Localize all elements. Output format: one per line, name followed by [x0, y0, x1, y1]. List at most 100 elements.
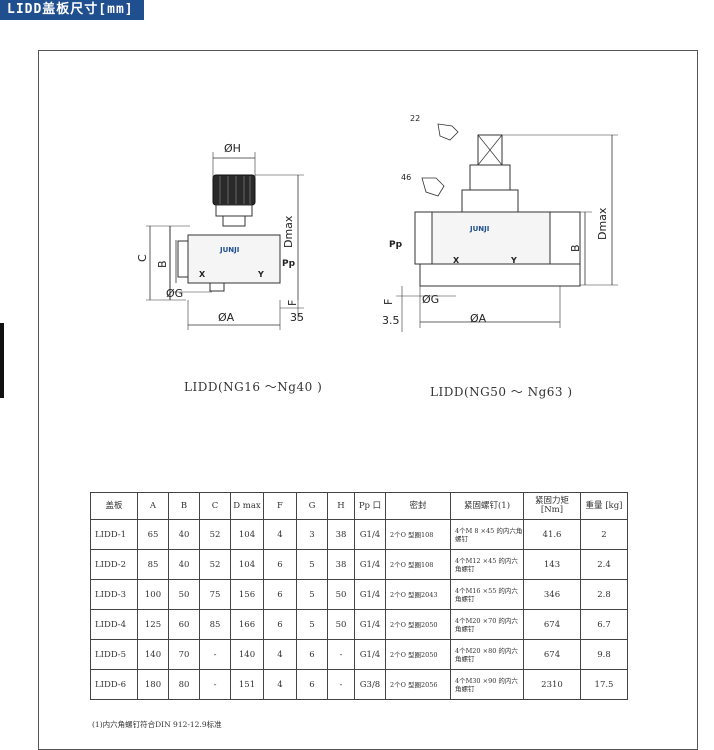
drawing-right [396, 123, 618, 332]
table-cell: 104 [230, 519, 264, 550]
table-cell: 50 [168, 579, 200, 610]
label-phiH: ØH [224, 142, 241, 155]
label-b: B [156, 260, 169, 268]
table-cell: LIDD-3 [90, 579, 138, 610]
label-phiG: ØG [422, 293, 439, 306]
table-cell: G3/8 [354, 669, 386, 700]
hex-nut [461, 189, 519, 213]
label-c: C [136, 254, 149, 262]
table-cell: 4个M20 ×70 的内六角螺钉 [450, 609, 524, 640]
wrench-icon [437, 123, 459, 141]
table-cell: 6 [263, 549, 297, 580]
table-cell: 2个O 型圈2043 [385, 579, 451, 610]
table-cell: G1/4 [354, 609, 386, 640]
table-cell: LIDD-6 [90, 669, 138, 700]
table-cell: 674 [523, 609, 581, 640]
port-y: Y [257, 270, 264, 279]
table-cell: 104 [230, 549, 264, 580]
label-35: 3.5 [382, 314, 400, 327]
label-pp: Pp [282, 259, 296, 269]
table-cell: 6 [263, 609, 297, 640]
col-header: F [263, 492, 297, 520]
table-cell: - [199, 639, 231, 670]
table-cell: G1/4 [354, 519, 386, 550]
table-cell: 2310 [523, 669, 581, 700]
table-cell: 9.8 [580, 639, 628, 670]
table-cell: 80 [168, 669, 200, 700]
table-cell: 2个O 型圈2050 [385, 639, 451, 670]
table-cell: 5 [296, 549, 328, 580]
table-cell: 70 [168, 639, 200, 670]
table-header-row: 盖板 A B C D max F G H Pp 口 密封 紧固螺钉(1) 紧固力… [90, 492, 628, 520]
valve-body [187, 234, 281, 284]
table-cell: 100 [137, 579, 169, 610]
table-cell: 4 [263, 669, 297, 700]
label-22: 22 [410, 114, 420, 123]
label-b: B [569, 244, 582, 252]
table-cell: 4个M20 ×80 的内六角螺钉 [450, 639, 524, 670]
section-title: LIDD盖板尺寸[mm] [0, 0, 144, 20]
label-dmax: Dmax [282, 215, 295, 248]
drawing-left [146, 152, 304, 330]
table-cell: 4 [263, 639, 297, 670]
table-cell: 5 [296, 609, 328, 640]
table-cell: 4个M12 ×45 的内六角螺钉 [450, 549, 524, 580]
table-cell: LIDD-5 [90, 639, 138, 670]
table-cell: 4个M30 ×90 的内六角螺钉 [450, 669, 524, 700]
table-cell: 140 [137, 639, 169, 670]
table-cell: 125 [137, 609, 169, 640]
col-header: A [137, 492, 169, 520]
col-header: 紧固螺钉(1) [450, 492, 524, 520]
table-cell: 166 [230, 609, 264, 640]
table-cell: G1/4 [354, 549, 386, 580]
table-cell: - [199, 669, 231, 700]
table-cell: 41.6 [523, 519, 581, 550]
table-cell: - [327, 639, 355, 670]
spec-table: 盖板 A B C D max F G H Pp 口 密封 紧固螺钉(1) 紧固力… [90, 492, 628, 700]
side-marker [0, 323, 4, 398]
table-cell: 2个O 型圈108 [385, 519, 451, 550]
table-cell: LIDD-4 [90, 609, 138, 640]
table-cell: 38 [327, 519, 355, 550]
table-cell: 40 [168, 519, 200, 550]
table-cell: LIDD-2 [90, 549, 138, 580]
label-35: 35 [290, 311, 304, 324]
table-cell: 50 [327, 579, 355, 610]
port-y: Y [510, 256, 517, 265]
table-cell: LIDD-1 [90, 519, 138, 550]
label-phiA: ØA [470, 312, 487, 325]
caption-right: LIDD(NG50 ～ Ng63 ) [430, 385, 573, 399]
col-header: 密封 [385, 492, 451, 520]
table-cell: 40 [168, 549, 200, 580]
col-header: B [168, 492, 200, 520]
valve-body [431, 211, 551, 265]
table-cell: 6 [263, 579, 297, 610]
table-cell: G1/4 [354, 579, 386, 610]
label-pp: Pp [389, 240, 403, 250]
col-header: 紧固力矩 [Nm] [523, 492, 581, 520]
table-cell: 143 [523, 549, 581, 580]
col-header: H [327, 492, 355, 520]
col-header: Pp 口 [354, 492, 386, 520]
wrench-icon [421, 177, 445, 197]
table-cell: 6 [296, 639, 328, 670]
table-cell: 140 [230, 639, 264, 670]
knob-icon [212, 174, 256, 206]
table-cell: 4 [263, 519, 297, 550]
table-cell: 50 [327, 609, 355, 640]
table-cell: 2.8 [580, 579, 628, 610]
table-cell: 85 [137, 549, 169, 580]
table-cell: 6.7 [580, 609, 628, 640]
table-cell: 38 [327, 549, 355, 580]
table-cell: 151 [230, 669, 264, 700]
table-cell: 85 [199, 609, 231, 640]
col-header: 盖板 [90, 492, 138, 520]
table-cell: 75 [199, 579, 231, 610]
table-cell: 52 [199, 519, 231, 550]
